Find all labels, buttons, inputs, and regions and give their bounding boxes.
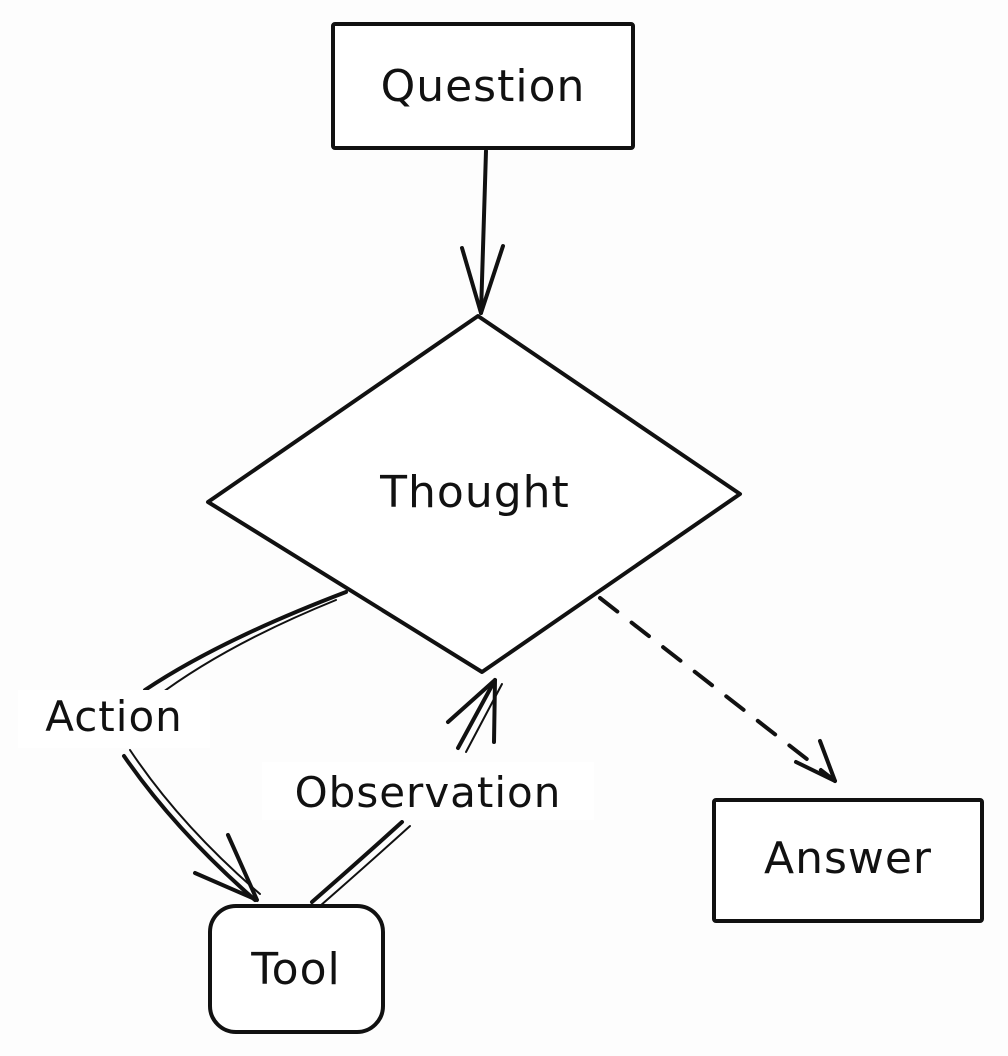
action-label-group: Action [18, 690, 210, 748]
thought-node: Thought [206, 314, 742, 674]
answer-arrow [598, 596, 837, 783]
answer-label: Answer [764, 833, 932, 884]
tool-label: Tool [250, 944, 340, 995]
question-label: Question [381, 61, 586, 112]
observation-label: Observation [295, 768, 562, 817]
action-edge [122, 590, 348, 902]
thought-label: Thought [379, 467, 570, 518]
question-to-thought-arrow [460, 149, 505, 315]
answer-node: Answer [712, 798, 984, 923]
observation-label-group: Observation [262, 762, 594, 820]
tool-node: Tool [208, 904, 385, 1034]
observation-edge [310, 678, 503, 907]
question-node: Question [331, 22, 635, 150]
action-label: Action [45, 692, 183, 741]
